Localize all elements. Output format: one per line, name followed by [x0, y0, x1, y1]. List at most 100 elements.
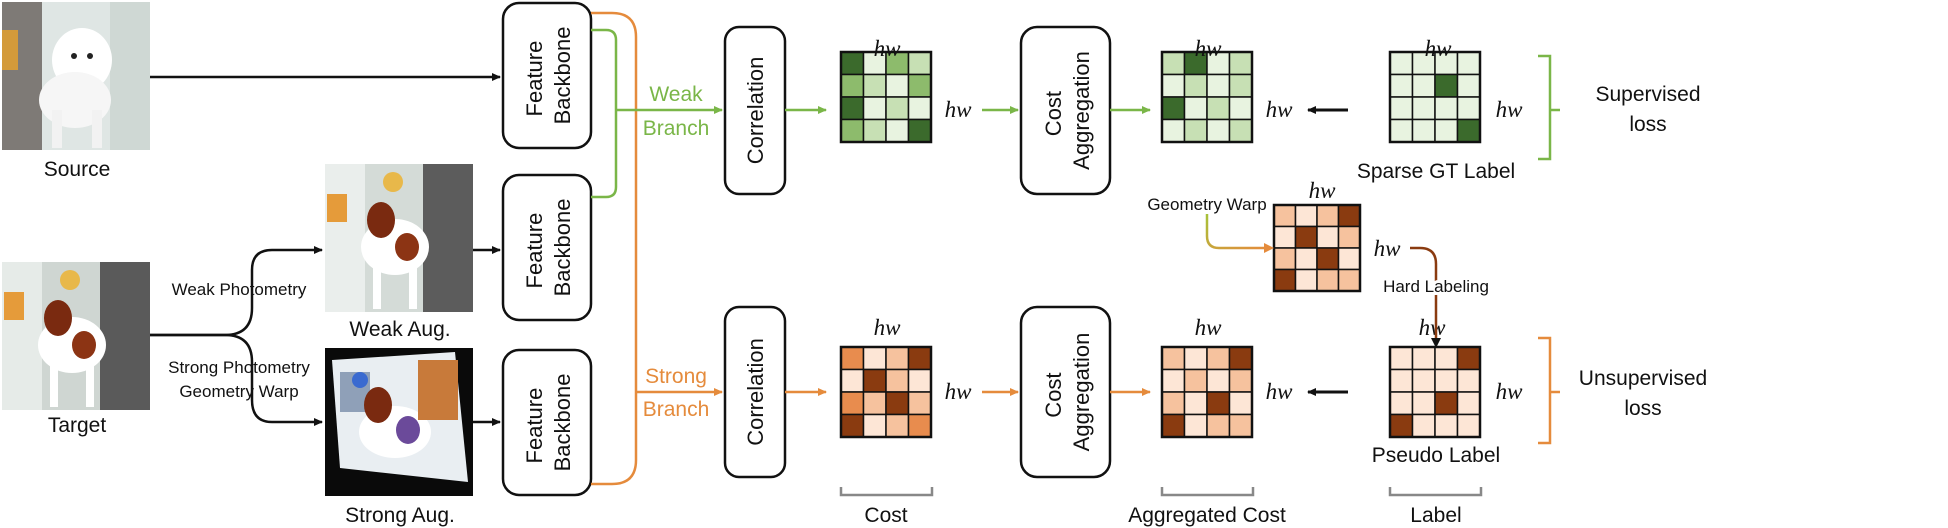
- hw-agg-weak-side: hw: [1266, 97, 1294, 122]
- cost-weak-cell: [862, 118, 887, 143]
- gt-cell: [1456, 51, 1481, 76]
- feature-backbone-1: Feature Backbone: [501, 1, 593, 150]
- warp-cell: [1337, 247, 1361, 271]
- gt-cell: [1389, 73, 1414, 98]
- agg-weak-cell: [1206, 118, 1231, 143]
- supervised-loss-line1: Supervised: [1595, 83, 1700, 106]
- cost-strong-cell: [885, 391, 910, 416]
- warp-cell: [1273, 247, 1297, 271]
- weak-branch-line2: Branch: [643, 117, 710, 140]
- aggregated-cost-caption: Aggregated Cost: [1128, 504, 1286, 527]
- warp-cell: [1337, 268, 1361, 292]
- agg-strong-cell: [1206, 368, 1231, 393]
- warp-cell: [1273, 268, 1297, 292]
- cost-strong-cell: [885, 346, 910, 371]
- strong-branch-connector: [591, 11, 638, 486]
- pseudo-cell: [1389, 391, 1414, 416]
- pseudo-cell: [1411, 346, 1436, 371]
- cost-weak-cell: [885, 118, 910, 143]
- pseudo-cell: [1411, 368, 1436, 393]
- gt-cell: [1456, 118, 1481, 143]
- gt-cell: [1456, 96, 1481, 121]
- gt-cell: [1411, 96, 1436, 121]
- feature-backbone-3: Feature Backbone: [501, 348, 593, 497]
- supervised-loss-line2: loss: [1629, 113, 1666, 136]
- cost-weak-cell: [840, 51, 865, 76]
- hard-labeling-label: Hard Labeling: [1383, 277, 1489, 296]
- warp-cell: [1316, 225, 1340, 249]
- hw-agg-strong-top: hw: [1195, 315, 1223, 340]
- agg-strong-cell: [1228, 368, 1253, 393]
- pseudo-cell: [1434, 346, 1459, 371]
- gt-cell: [1389, 51, 1414, 76]
- cost-strong-cell: [885, 368, 910, 393]
- sparse-gt-label-grid: [1388, 50, 1482, 144]
- warp-cell: [1316, 268, 1340, 292]
- gt-border: [1388, 50, 1482, 144]
- agg-strong-cell: [1228, 346, 1253, 371]
- feature-backbone-3-line1: Feature: [522, 388, 547, 464]
- hw-warp-top: hw: [1309, 178, 1337, 203]
- cost-weak-cell: [885, 96, 910, 121]
- weak-aug-label: Weak Aug.: [349, 318, 450, 341]
- cost-weak-cell: [862, 96, 887, 121]
- hw-cost-strong-top: hw: [874, 315, 902, 340]
- sparse-gt-label-text: Sparse GT Label: [1357, 160, 1515, 183]
- cost-weak-cell: [840, 118, 865, 143]
- agg-strong-cell: [1228, 391, 1253, 416]
- unsupervised-loss-line2: loss: [1624, 397, 1661, 420]
- supervised-bracket: [1538, 54, 1560, 161]
- correlation-box-strong: Correlation: [723, 305, 787, 479]
- hw-cost-strong-side: hw: [945, 379, 973, 404]
- unsupervised-bracket: [1538, 336, 1560, 445]
- warp-cell: [1316, 204, 1340, 228]
- target-image: [2, 262, 150, 410]
- cost-weak-cell: [840, 96, 865, 121]
- warp-cell: [1337, 225, 1361, 249]
- agg-weak-cell: [1161, 96, 1186, 121]
- agg-strong-cell: [1161, 368, 1186, 393]
- cost-strong-cell: [907, 413, 932, 438]
- agg-strong-cell: [1206, 391, 1231, 416]
- svg-text:Correlation: Correlation: [743, 57, 768, 165]
- cost-bracket: [839, 487, 934, 497]
- agg-strong-cell: [1183, 413, 1208, 438]
- feature-backbone-1-line2: Backbone: [550, 27, 575, 125]
- unsupervised-loss-line1: Unsupervised: [1579, 367, 1707, 390]
- pseudo-cell: [1389, 413, 1414, 438]
- pseudo-cell: [1434, 391, 1459, 416]
- agg-strong-cell: [1161, 391, 1186, 416]
- cost-strong-border: [839, 345, 933, 439]
- agg-strong-cell: [1161, 413, 1186, 438]
- cost-weak-cell: [907, 118, 932, 143]
- pseudo-cell: [1456, 368, 1481, 393]
- agg-weak-cell: [1183, 118, 1208, 143]
- feature-backbone-1-line1: Feature: [522, 41, 547, 117]
- cost-strong-cell: [840, 391, 865, 416]
- cost-caption: Cost: [864, 504, 907, 527]
- hw-pseudo-top: hw: [1419, 315, 1447, 340]
- agg-weak-cell: [1206, 96, 1231, 121]
- weak-branch-connector: [591, 28, 618, 199]
- agg-weak-cell: [1161, 118, 1186, 143]
- warp-cell: [1273, 204, 1297, 228]
- target-strong-arrow: [150, 333, 323, 426]
- gt-cell: [1434, 96, 1459, 121]
- hw-pseudo-side: hw: [1496, 379, 1524, 404]
- agg-weak-cell: [1228, 118, 1253, 143]
- agg-strong-cell: [1183, 368, 1208, 393]
- cost-aggregation-box-strong: Cost Aggregation: [1019, 305, 1112, 479]
- pseudo-cell: [1456, 391, 1481, 416]
- warp-cell: [1294, 268, 1318, 292]
- gt-cell: [1389, 118, 1414, 143]
- geometry-warp-label: Geometry Warp: [1147, 195, 1266, 214]
- hw-cost-weak-top: hw: [874, 36, 902, 61]
- aggregated-cost-strong: [1160, 345, 1254, 439]
- agg-strong-cell: [1228, 413, 1253, 438]
- gt-cell: [1389, 96, 1414, 121]
- hw-gt-side: hw: [1496, 97, 1524, 122]
- strong-aug-label: Strong Aug.: [345, 504, 455, 527]
- svg-text:Cost Aggregation: Cost Aggregation: [1041, 333, 1094, 452]
- cost-weak-border: [839, 50, 933, 144]
- pseudo-label-text: Pseudo Label: [1372, 444, 1500, 467]
